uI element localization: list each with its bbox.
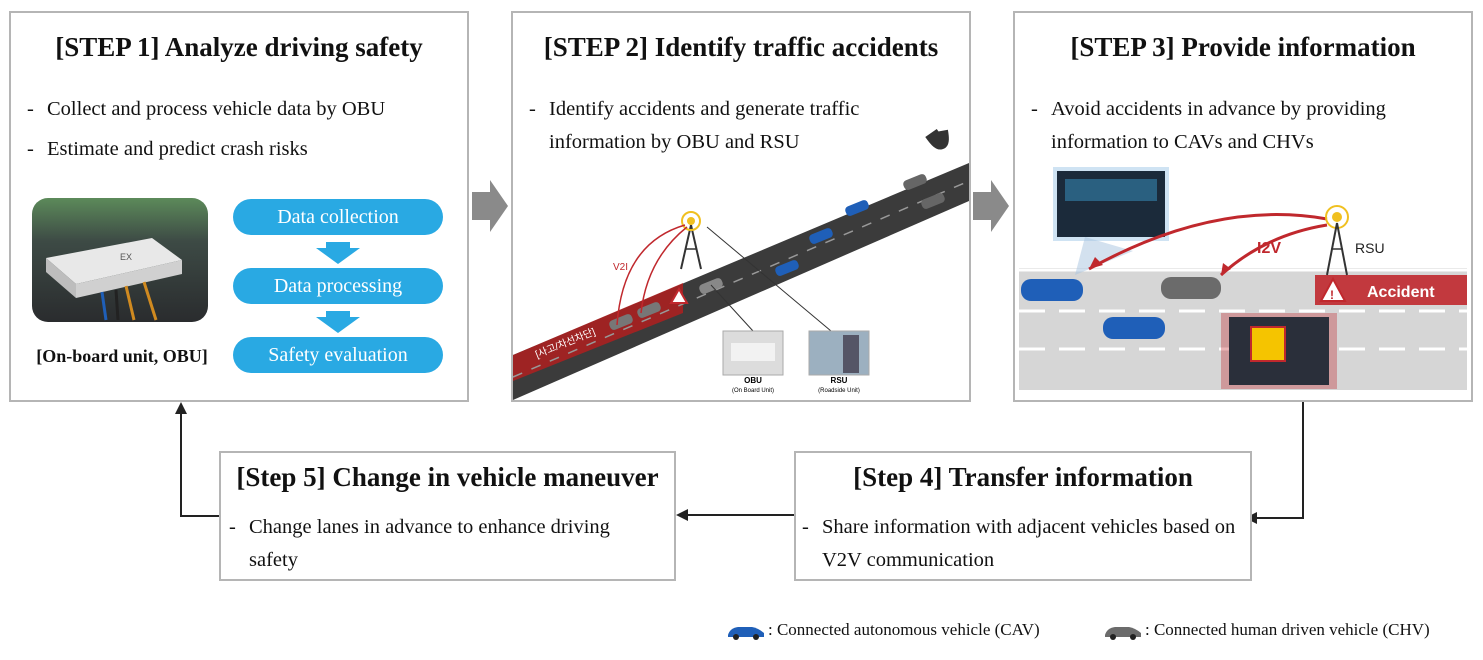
step3-road-illustration: Accident ! I2V RSU: [1019, 167, 1467, 390]
obu-caption: [On-board unit, OBU]: [36, 346, 208, 366]
warning-icon: [1319, 276, 1347, 302]
i2v-label: I2V: [1257, 240, 1281, 257]
bullet-dash: -: [529, 98, 536, 120]
down-arrow-icon: [316, 311, 360, 333]
obu-sub-label: (On Board Unit): [732, 388, 774, 394]
step1-bullet-2: - Estimate and predict crash risks: [27, 133, 457, 166]
rsu-tower-icon: [680, 211, 702, 270]
connector-arrow: [175, 402, 219, 517]
legend-cav-label: : Connected autonomous vehicle (CAV): [768, 620, 1040, 639]
car-cav: [809, 228, 833, 244]
flow-data-collection: Data collection: [233, 199, 443, 235]
step4-panel: [Step 4] Transfer information - Share in…: [794, 451, 1252, 581]
bullet-dash: -: [802, 516, 809, 538]
flow-safety-evaluation: Safety evaluation: [233, 337, 443, 373]
step5-panel: [Step 5] Change in vehicle maneuver - Ch…: [219, 451, 676, 581]
car-chv: [903, 174, 927, 190]
right-arrow-icon: [472, 180, 508, 232]
step1-panel: [STEP 1] Analyze driving safety - Collec…: [9, 11, 469, 402]
car-cav: [1021, 279, 1083, 301]
connector-arrow: [1245, 402, 1304, 524]
car-chv: [699, 278, 723, 294]
bullet-dash: -: [229, 516, 236, 538]
svg-text:!: !: [1330, 288, 1334, 302]
car-chv: [637, 302, 661, 318]
step3-title: [STEP 3] Provide information: [1070, 32, 1416, 62]
step2-panel: [STEP 2] Identify traffic accidents - Id…: [511, 11, 971, 402]
car-cav: [845, 200, 869, 216]
rsu-sub-label: (Roadside Unit): [818, 388, 860, 394]
bullet-text: Identify accidents and generate traffic …: [549, 98, 860, 153]
rsu-label: RSU: [831, 376, 848, 385]
step2-title: [STEP 2] Identify traffic accidents: [543, 32, 939, 62]
rsu-label: RSU: [1355, 240, 1385, 256]
connector-arrow: [676, 509, 794, 521]
cav-car-icon: [728, 627, 764, 640]
car-chv: [1161, 277, 1221, 299]
car-cav: [1103, 317, 1165, 339]
bullet-text: Collect and process vehicle data by OBU: [47, 98, 386, 120]
obu-label: OBU: [744, 376, 762, 385]
bullet-dash: -: [1031, 98, 1038, 120]
step5-title: [Step 5] Change in vehicle maneuver: [236, 462, 659, 492]
obu-device-photo: EX: [32, 198, 208, 322]
step4-bullet-1: - Share information with adjacent vehicl…: [802, 511, 1247, 577]
step2-road-illustration: V2I [사고/차선차단] OBU (On Board Unit) RSU (R…: [513, 128, 969, 400]
accident-label: Accident: [1367, 284, 1435, 301]
device-logo: EX: [120, 252, 132, 262]
bullet-text: Change lanes in advance to enhance drivi…: [249, 516, 610, 571]
right-arrow-icon: [973, 180, 1009, 232]
step3-panel: [STEP 3] Provide information - Avoid acc…: [1013, 11, 1473, 402]
step3-bullet-1: - Avoid accidents in advance by providin…: [1031, 93, 1451, 159]
bullet-text: Estimate and predict crash risks: [47, 138, 308, 160]
step1-bullet-1: - Collect and process vehicle data by OB…: [27, 93, 457, 126]
step4-title: [Step 4] Transfer information: [853, 462, 1193, 492]
step5-bullet-1: - Change lanes in advance to enhance dri…: [229, 511, 659, 577]
legend-chv-label: : Connected human driven vehicle (CHV): [1145, 620, 1430, 639]
car-cav: [775, 260, 799, 276]
bullet-dash: -: [27, 98, 34, 120]
bullet-text: Share information with adjacent vehicles…: [822, 516, 1236, 571]
v2i-label: V2I: [613, 262, 628, 273]
step1-title: [STEP 1] Analyze driving safety: [55, 32, 423, 62]
car-chv: [609, 314, 633, 330]
legend: : Connected autonomous vehicle (CAV) : C…: [726, 620, 1476, 644]
flow-data-processing: Data processing: [233, 268, 443, 304]
rsu-tower-icon: [1325, 205, 1349, 276]
step2-bullet-1: - Identify accidents and generate traffi…: [529, 93, 949, 159]
chv-car-icon: [1105, 627, 1141, 640]
bullet-text: Avoid accidents in advance by providing …: [1051, 98, 1386, 153]
car-chv: [921, 193, 945, 209]
bullet-dash: -: [27, 138, 34, 160]
down-arrow-icon: [316, 242, 360, 264]
